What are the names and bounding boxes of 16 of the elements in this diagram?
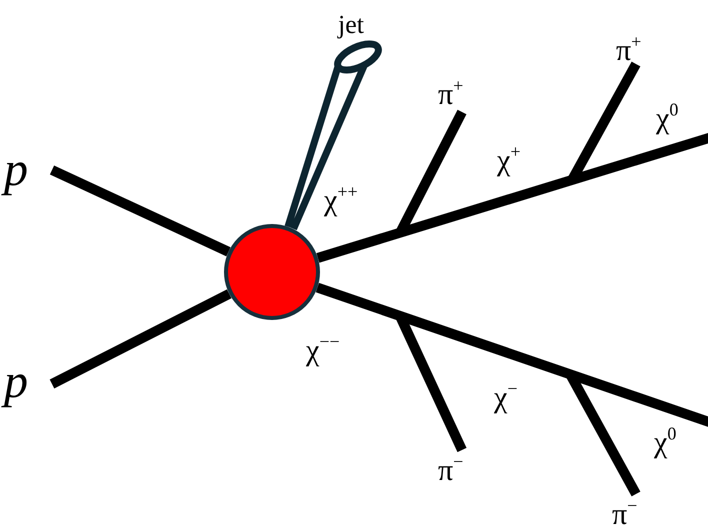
- particle-label: χ$^{−−}$: [306, 336, 340, 366]
- particle-label: π$^{+}$: [438, 80, 464, 110]
- jet-cone: [284, 40, 382, 232]
- particle-label: χ$^{0}$: [656, 104, 678, 134]
- particle-line: [316, 132, 708, 263]
- particle-label: π$^{+}$: [616, 36, 642, 66]
- particle-label: π$^{−}$: [438, 456, 464, 486]
- particle-label: χ$^{0}$: [654, 428, 676, 458]
- particle-label: jet: [338, 12, 364, 38]
- particle-label: χ$^{++}$: [324, 186, 358, 216]
- particle-line: [50, 165, 231, 256]
- particle-label: π$^{−}$: [612, 500, 638, 530]
- particle-label: χ$^{+}$: [497, 146, 520, 176]
- particle-line: [50, 289, 232, 388]
- particle-label: χ$^{−}$: [494, 383, 518, 413]
- particle-line: [316, 282, 708, 428]
